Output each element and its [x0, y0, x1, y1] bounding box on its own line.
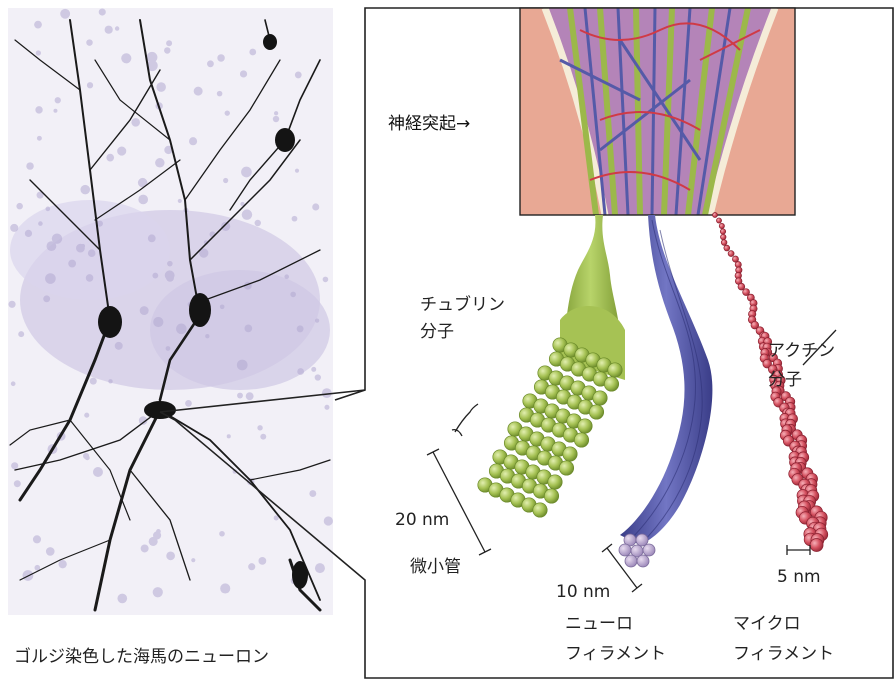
microfilament-label-line1: マイクロ — [733, 614, 801, 634]
neurofilament-illustration — [619, 215, 712, 567]
tubulin-label-line1: チュブリン — [420, 294, 505, 315]
neurofilament-label-line2: フィラメント — [565, 644, 666, 664]
neurofilament-size-label: 10 nm — [556, 582, 610, 602]
tubulin-label-line2: 分子 — [420, 322, 454, 342]
microtubule-illustration — [478, 215, 625, 517]
neurofilament-label-line1: ニューロ — [565, 614, 633, 634]
neurite-label: 神経突起→ — [388, 114, 470, 134]
microfilament-size-label: 5 nm — [777, 567, 821, 587]
golgi-stain-photo — [8, 8, 333, 615]
actin-label-line2: 分子 — [768, 370, 802, 390]
microfilament-label-line2: フィラメント — [733, 644, 834, 664]
microtubule-label: 微小管 — [410, 557, 461, 577]
actin-label-line1: アクチン — [768, 341, 835, 361]
microtubule-size-label: 20 nm — [395, 510, 449, 530]
neurite-cross-section — [520, 8, 795, 215]
photo-caption: ゴルジ染色した海馬のニューロン — [14, 646, 269, 667]
